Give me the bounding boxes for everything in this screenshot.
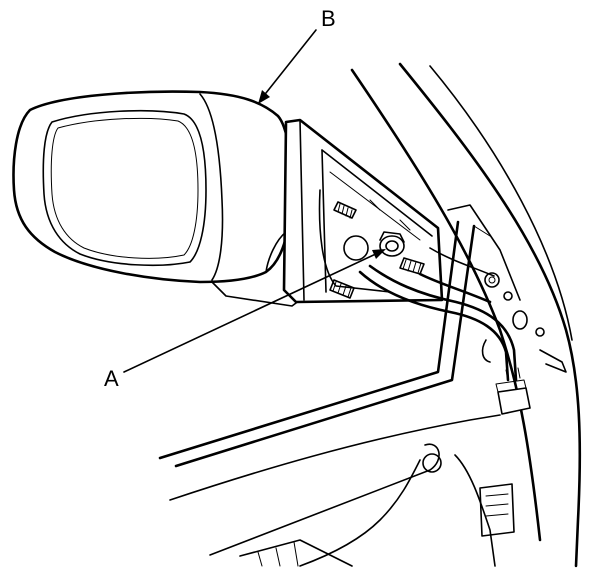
mounting-studs — [329, 201, 425, 299]
mounting-nut-a — [379, 231, 405, 257]
wiring-harness — [358, 247, 567, 415]
door-inner-panel — [169, 414, 515, 567]
lower-stud — [329, 279, 355, 299]
mirror-base — [282, 118, 444, 304]
harness-connector — [495, 367, 531, 415]
leader-a — [123, 249, 386, 373]
leader-b — [258, 29, 317, 104]
upper-stud — [333, 201, 357, 219]
callout-label-b: B — [321, 6, 336, 31]
window-glass-edge — [158, 220, 491, 468]
mirror-housing — [12, 90, 301, 307]
callout-label-a: A — [104, 366, 119, 391]
